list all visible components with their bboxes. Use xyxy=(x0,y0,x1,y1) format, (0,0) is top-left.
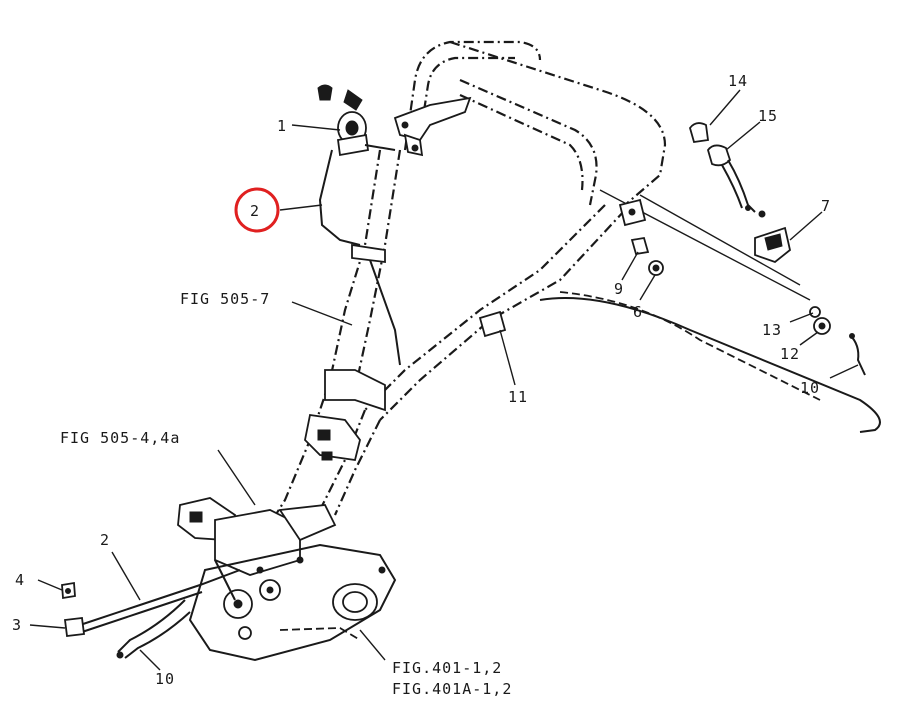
label-4: 4 xyxy=(15,571,25,589)
callout-labels: 1 2 FIG 505-7 FIG 505-4,4a 2 4 3 10 FIG.… xyxy=(12,72,831,698)
label-2-lower: 2 xyxy=(100,531,110,549)
label-fig-401-line1: FIG.401-1,2 xyxy=(392,659,502,677)
nut-washer-12-13 xyxy=(809,306,866,376)
label-2-highlighted: 2 xyxy=(250,202,260,220)
switch-14-15 xyxy=(689,122,766,218)
highlight-circle xyxy=(234,187,280,233)
label-12: 12 xyxy=(780,345,800,363)
label-9: 9 xyxy=(614,280,624,298)
label-7: 7 xyxy=(821,197,831,215)
engine-assembly xyxy=(177,497,397,662)
label-fig-401-line2: FIG.401A-1,2 xyxy=(392,680,512,698)
label-14: 14 xyxy=(728,72,748,90)
label-3: 3 xyxy=(12,616,22,634)
tube-bracket xyxy=(304,369,386,462)
label-10-lower: 10 xyxy=(155,670,175,688)
label-6: 6 xyxy=(633,303,643,321)
wire-lower-10 xyxy=(116,599,191,659)
mid-tube-clamp xyxy=(351,243,401,366)
label-fig-505-4: FIG 505-4,4a xyxy=(60,429,180,447)
clamp-part-11 xyxy=(478,310,516,386)
hardware-9-6 xyxy=(618,198,664,276)
label-1: 1 xyxy=(277,117,287,135)
label-fig-505-7: FIG 505-7 xyxy=(180,290,270,308)
top-clamp xyxy=(393,96,472,157)
throttle-lever-part xyxy=(317,84,396,246)
label-15: 15 xyxy=(758,107,778,125)
label-10-right: 10 xyxy=(800,379,820,397)
switch-box-part-7 xyxy=(754,226,792,264)
label-13: 13 xyxy=(762,321,782,339)
throttle-cable-lower xyxy=(61,569,241,637)
label-11: 11 xyxy=(508,388,528,406)
leader-lines xyxy=(29,89,859,671)
